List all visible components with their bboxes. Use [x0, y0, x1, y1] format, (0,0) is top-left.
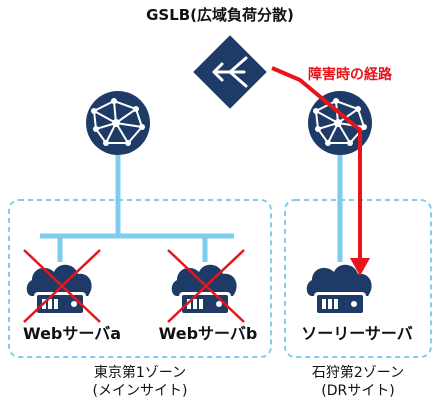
- network-links: [40, 155, 343, 262]
- network-globe-icon-dr: [307, 90, 373, 156]
- zone-name-dr: 石狩第2ゾーン: [311, 365, 405, 381]
- failover-route-label: 障害時の経路: [308, 67, 392, 83]
- server-label-sorry: ソーリーサーバ: [301, 324, 413, 343]
- failure-mark-b: [167, 249, 245, 323]
- zone-box-main: [8, 199, 272, 358]
- diagram-title: GSLB(広域負荷分散): [146, 6, 294, 24]
- zone-name-main: 東京第1ゾーン: [93, 365, 187, 381]
- load-balancer-icon: [193, 35, 267, 109]
- failure-mark-a: [23, 249, 101, 323]
- zone-label-main: 東京第1ゾーン (メインサイト): [10, 364, 270, 400]
- failover-route-arrow: [271, 66, 370, 276]
- server-label-web-b: Webサーバb: [158, 324, 258, 343]
- network-globe-icon-main: [85, 90, 151, 156]
- zone-label-dr: 石狩第2ゾーン (DRサイト): [286, 364, 430, 400]
- zone-sub-dr: (DRサイト): [321, 383, 395, 399]
- server-label-web-a: Webサーバa: [22, 324, 122, 343]
- zone-sub-main: (メインサイト): [92, 383, 188, 399]
